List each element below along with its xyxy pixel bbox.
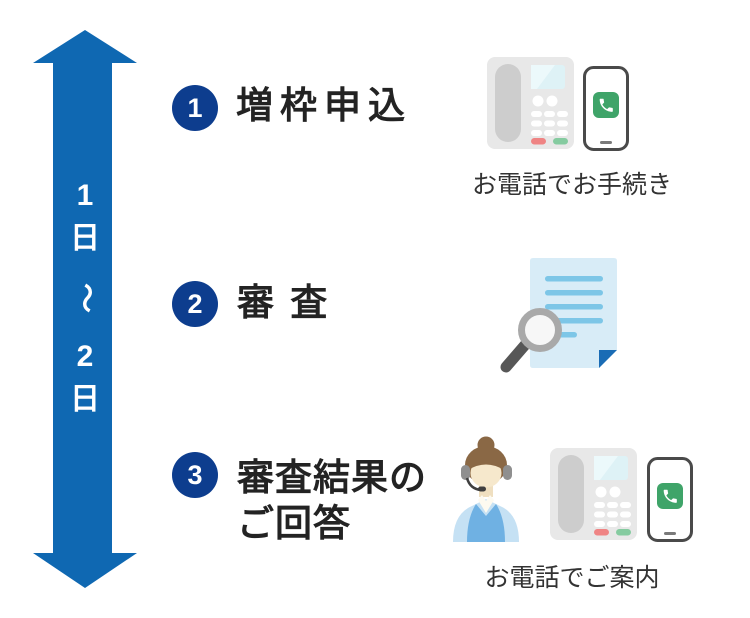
step-3-title-line1: 審査結果の [237, 457, 427, 498]
desk-phone-icon [550, 448, 637, 540]
smartphone-call-icon [647, 457, 693, 542]
step-3-title: 審査結果の ご回答 [237, 455, 427, 547]
step-2-title: 審 査 [237, 282, 331, 323]
step-1-number-badge: 1 [172, 85, 218, 131]
step-1-title: 増枠申込 [236, 85, 412, 126]
step-3-title-line2: ご回答 [237, 503, 351, 544]
duration-char-tilde: ～ [69, 283, 102, 313]
duration-char: 1 [76, 179, 94, 212]
timeline-duration-label: 1 日 ～ 2 日 [0, 181, 170, 415]
step-2-number-badge: 2 [172, 281, 218, 327]
step-1-number: 1 [187, 92, 203, 123]
step-3-caption: お電話でご案内 [484, 564, 660, 592]
operator-icon [448, 434, 525, 542]
step-3-number-badge: 3 [172, 452, 218, 498]
step-1-caption: お電話でお手続き [471, 171, 672, 199]
step-2-number: 2 [187, 288, 203, 319]
duration-char: 日 [70, 222, 100, 255]
smartphone-call-icon [583, 66, 629, 151]
desk-phone-icon [487, 57, 574, 149]
timeline-arrow [33, 30, 137, 588]
document-magnifier-icon [495, 252, 620, 378]
step-3-number: 3 [187, 459, 203, 490]
duration-char: 日 [70, 383, 100, 416]
duration-char: 2 [76, 340, 94, 373]
